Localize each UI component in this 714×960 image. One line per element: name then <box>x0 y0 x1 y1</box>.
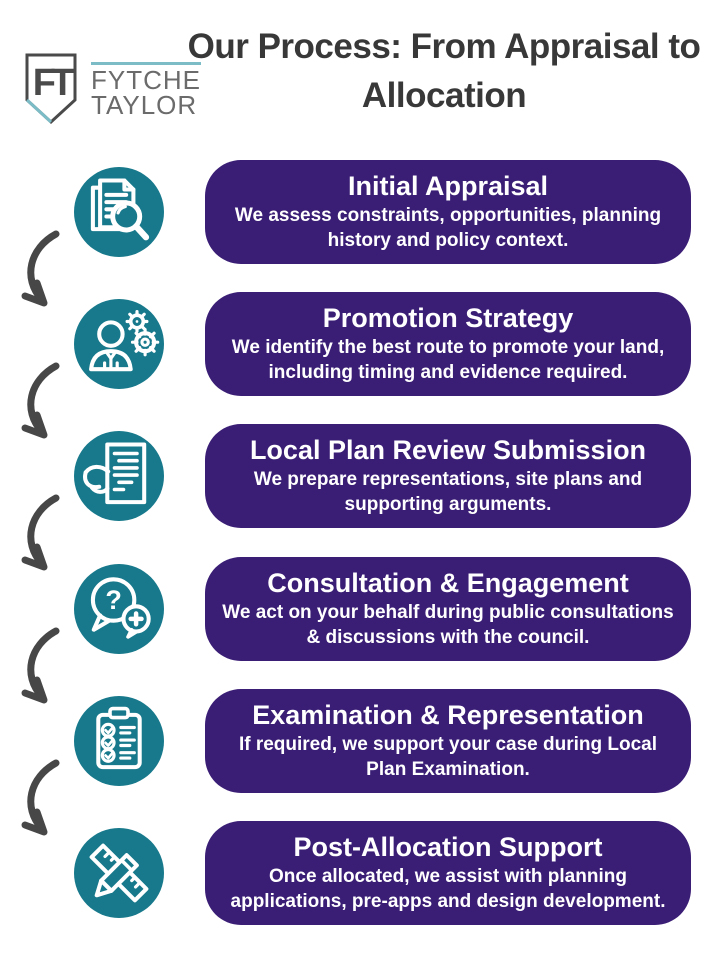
down-arrow-icon <box>21 362 60 439</box>
step-card-examination: Examination & Representation If required… <box>205 689 691 793</box>
down-arrow-icon <box>21 759 60 836</box>
step-description: If required, we support your case during… <box>238 734 658 780</box>
page-title: Our Process: From Appraisal to Allocatio… <box>187 27 701 115</box>
step-card-promotion-strategy: Promotion Strategy We identify the best … <box>205 292 691 396</box>
down-arrow-icon <box>21 494 60 571</box>
step-card-consultation: Consultation & Engagement We act on your… <box>205 557 691 661</box>
step-description: We act on your behalf during public cons… <box>222 602 674 648</box>
step-description: Once allocated, we assist with planning … <box>230 866 666 912</box>
document-search-icon <box>74 167 164 257</box>
logo-brand-top: FYTCHE <box>91 65 201 95</box>
logo-wordmark: FYTCHE TAYLOR <box>91 62 201 118</box>
speech-question-icon: ? <box>74 564 164 654</box>
step-card-local-plan-review: Local Plan Review Submission We prepare … <box>205 424 691 528</box>
person-gears-icon <box>74 299 164 389</box>
down-arrow-icon <box>21 627 60 704</box>
step-title: Examination & Representation <box>252 700 644 731</box>
down-arrow-icon <box>21 230 60 307</box>
logo-monogram: FT <box>33 62 74 104</box>
step-card-initial-appraisal: Initial Appraisal We assess constraints,… <box>205 160 691 264</box>
step-description: We assess constraints, opportunities, pl… <box>234 205 662 251</box>
hand-document-icon <box>74 431 164 521</box>
logo-shield-icon: FT <box>25 53 79 125</box>
step-title: Promotion Strategy <box>322 303 574 334</box>
step-description: We identify the best route to promote yo… <box>231 337 665 383</box>
step-title: Consultation & Engagement <box>267 568 629 599</box>
step-title: Post-Allocation Support <box>293 832 603 863</box>
step-title: Initial Appraisal <box>347 171 549 202</box>
step-title: Local Plan Review Submission <box>249 435 647 466</box>
svg-text:?: ? <box>105 585 122 615</box>
pencil-ruler-icon <box>74 828 164 918</box>
step-description: We prepare representations, site plans a… <box>253 469 643 515</box>
step-card-post-allocation: Post-Allocation Support Once allocated, … <box>205 821 691 925</box>
logo-brand-bottom: TAYLOR <box>91 90 198 120</box>
company-logo: FT FYTCHE TAYLOR <box>22 46 201 134</box>
clipboard-checklist-icon <box>74 696 164 786</box>
